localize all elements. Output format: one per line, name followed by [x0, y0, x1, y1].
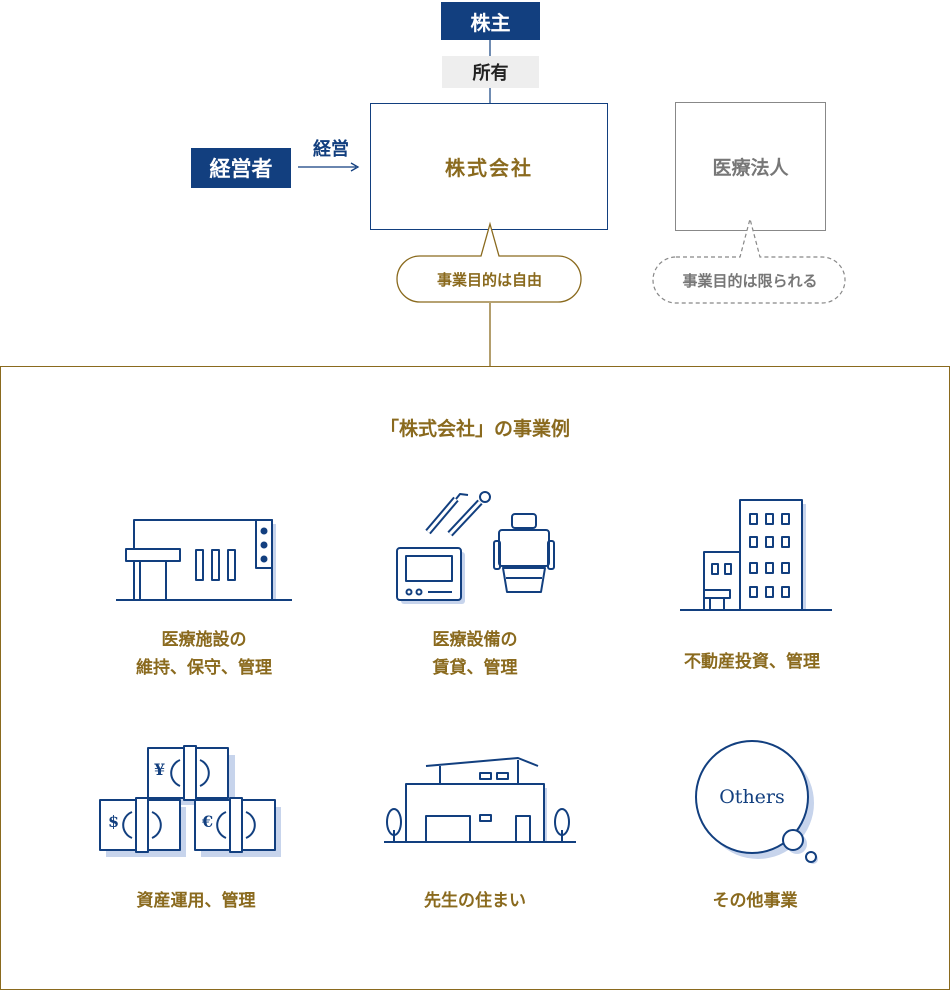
house-icon [384, 757, 576, 843]
caption-line: 維持、保守、管理 [136, 658, 272, 678]
shareholder-box: 株主 [441, 2, 540, 40]
company-bubble-text: 事業目的は自由 [436, 271, 542, 289]
caption-line: 先生の住まい [424, 891, 526, 911]
shareholder-label: 株主 [470, 10, 511, 35]
medical-facility-icon [116, 519, 292, 601]
medical-bubble-text: 事業目的は限られる [682, 272, 818, 290]
dollar-symbol: $ [108, 812, 120, 831]
caption-line: その他事業 [712, 891, 798, 911]
others-text: Others [719, 786, 785, 808]
euro-symbol: € [202, 812, 214, 831]
manager-label: 経営者 [209, 157, 273, 181]
ownership-text: 所有 [472, 63, 509, 84]
caption-line: 医療施設の [161, 630, 247, 650]
caption-real-estate: 不動産投資、管理 [632, 648, 872, 676]
company-bubble: 事業目的は自由 [398, 257, 581, 302]
caption-medical-equipment: 医療設備の 賃貸、管理 [355, 626, 595, 682]
yen-symbol: ¥ [154, 760, 166, 779]
caption-line: 賃貸、管理 [432, 658, 518, 678]
caption-other-business: その他事業 [635, 887, 875, 915]
caption-medical-facility: 医療施設の 維持、保守、管理 [84, 626, 324, 682]
medical-corp-label: 医療法人 [712, 157, 789, 179]
ownership-label: 所有 [442, 56, 539, 88]
manager-box: 経営者 [191, 148, 291, 188]
medical-bubble: 事業目的は限られる [655, 258, 845, 303]
dental-equipment-icon [396, 491, 555, 604]
caption-asset-management: 資産運用、管理 [76, 887, 316, 915]
money-bundles-icon [99, 745, 281, 857]
caption-residence: 先生の住まい [355, 887, 595, 915]
caption-line: 医療設備の [432, 630, 518, 650]
company-box: 株式会社 [370, 103, 608, 230]
others-bubble-icon [695, 740, 818, 864]
management-label: 経営 [313, 139, 349, 160]
caption-line: 不動産投資、管理 [684, 652, 820, 672]
examples-title: 「株式会社」の事業例 [379, 418, 570, 440]
office-building-icon [680, 499, 832, 611]
company-label: 株式会社 [445, 156, 533, 180]
caption-line: 資産運用、管理 [136, 891, 256, 911]
